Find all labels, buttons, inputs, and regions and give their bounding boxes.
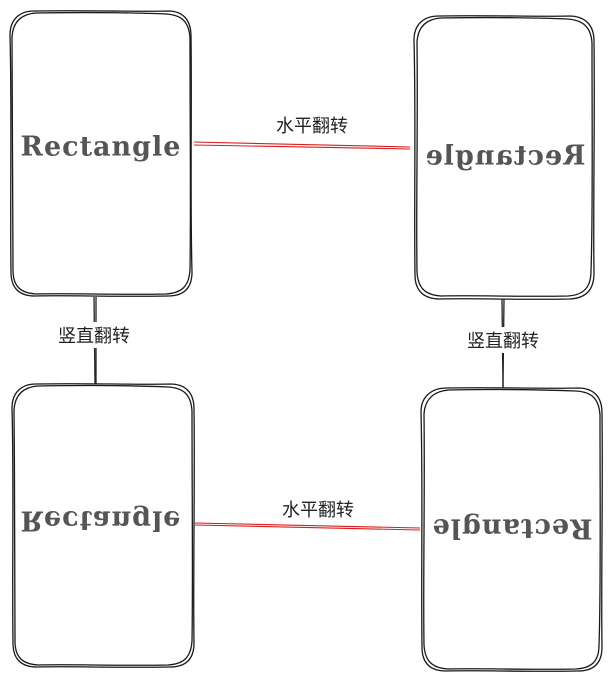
edge-bottom-label: 水平翻转 [282, 500, 354, 521]
edge-left-label-bg [48, 322, 142, 348]
node-bottom-left-label: Rectangle [21, 505, 182, 536]
edge-top[interactable]: 水平翻转 [193, 112, 411, 150]
edge-left-label: 竖直翻转 [58, 326, 130, 347]
node-bottom-right[interactable]: Rectangle [420, 387, 603, 672]
node-top-right-label: Rectangle [425, 141, 586, 172]
edge-bottom[interactable]: 水平翻转 [194, 496, 421, 531]
node-bottom-right-label: Rectangle [432, 513, 593, 544]
edge-bottom-label-bg [268, 496, 368, 522]
node-top-left-label: Rectangle [21, 132, 182, 163]
edge-right[interactable]: 竖直翻转 [456, 298, 550, 389]
node-top-left[interactable]: Rectangle [9, 10, 193, 297]
edge-top-label: 水平翻转 [276, 116, 348, 137]
edge-right-label-bg [456, 327, 550, 353]
edge-right-label: 竖直翻转 [467, 331, 539, 352]
edge-left[interactable]: 竖直翻转 [48, 296, 142, 385]
node-bottom-left[interactable]: Rectangle [11, 383, 195, 668]
edge-top-label-bg [262, 112, 362, 138]
node-top-right[interactable]: Rectangle [413, 15, 595, 300]
